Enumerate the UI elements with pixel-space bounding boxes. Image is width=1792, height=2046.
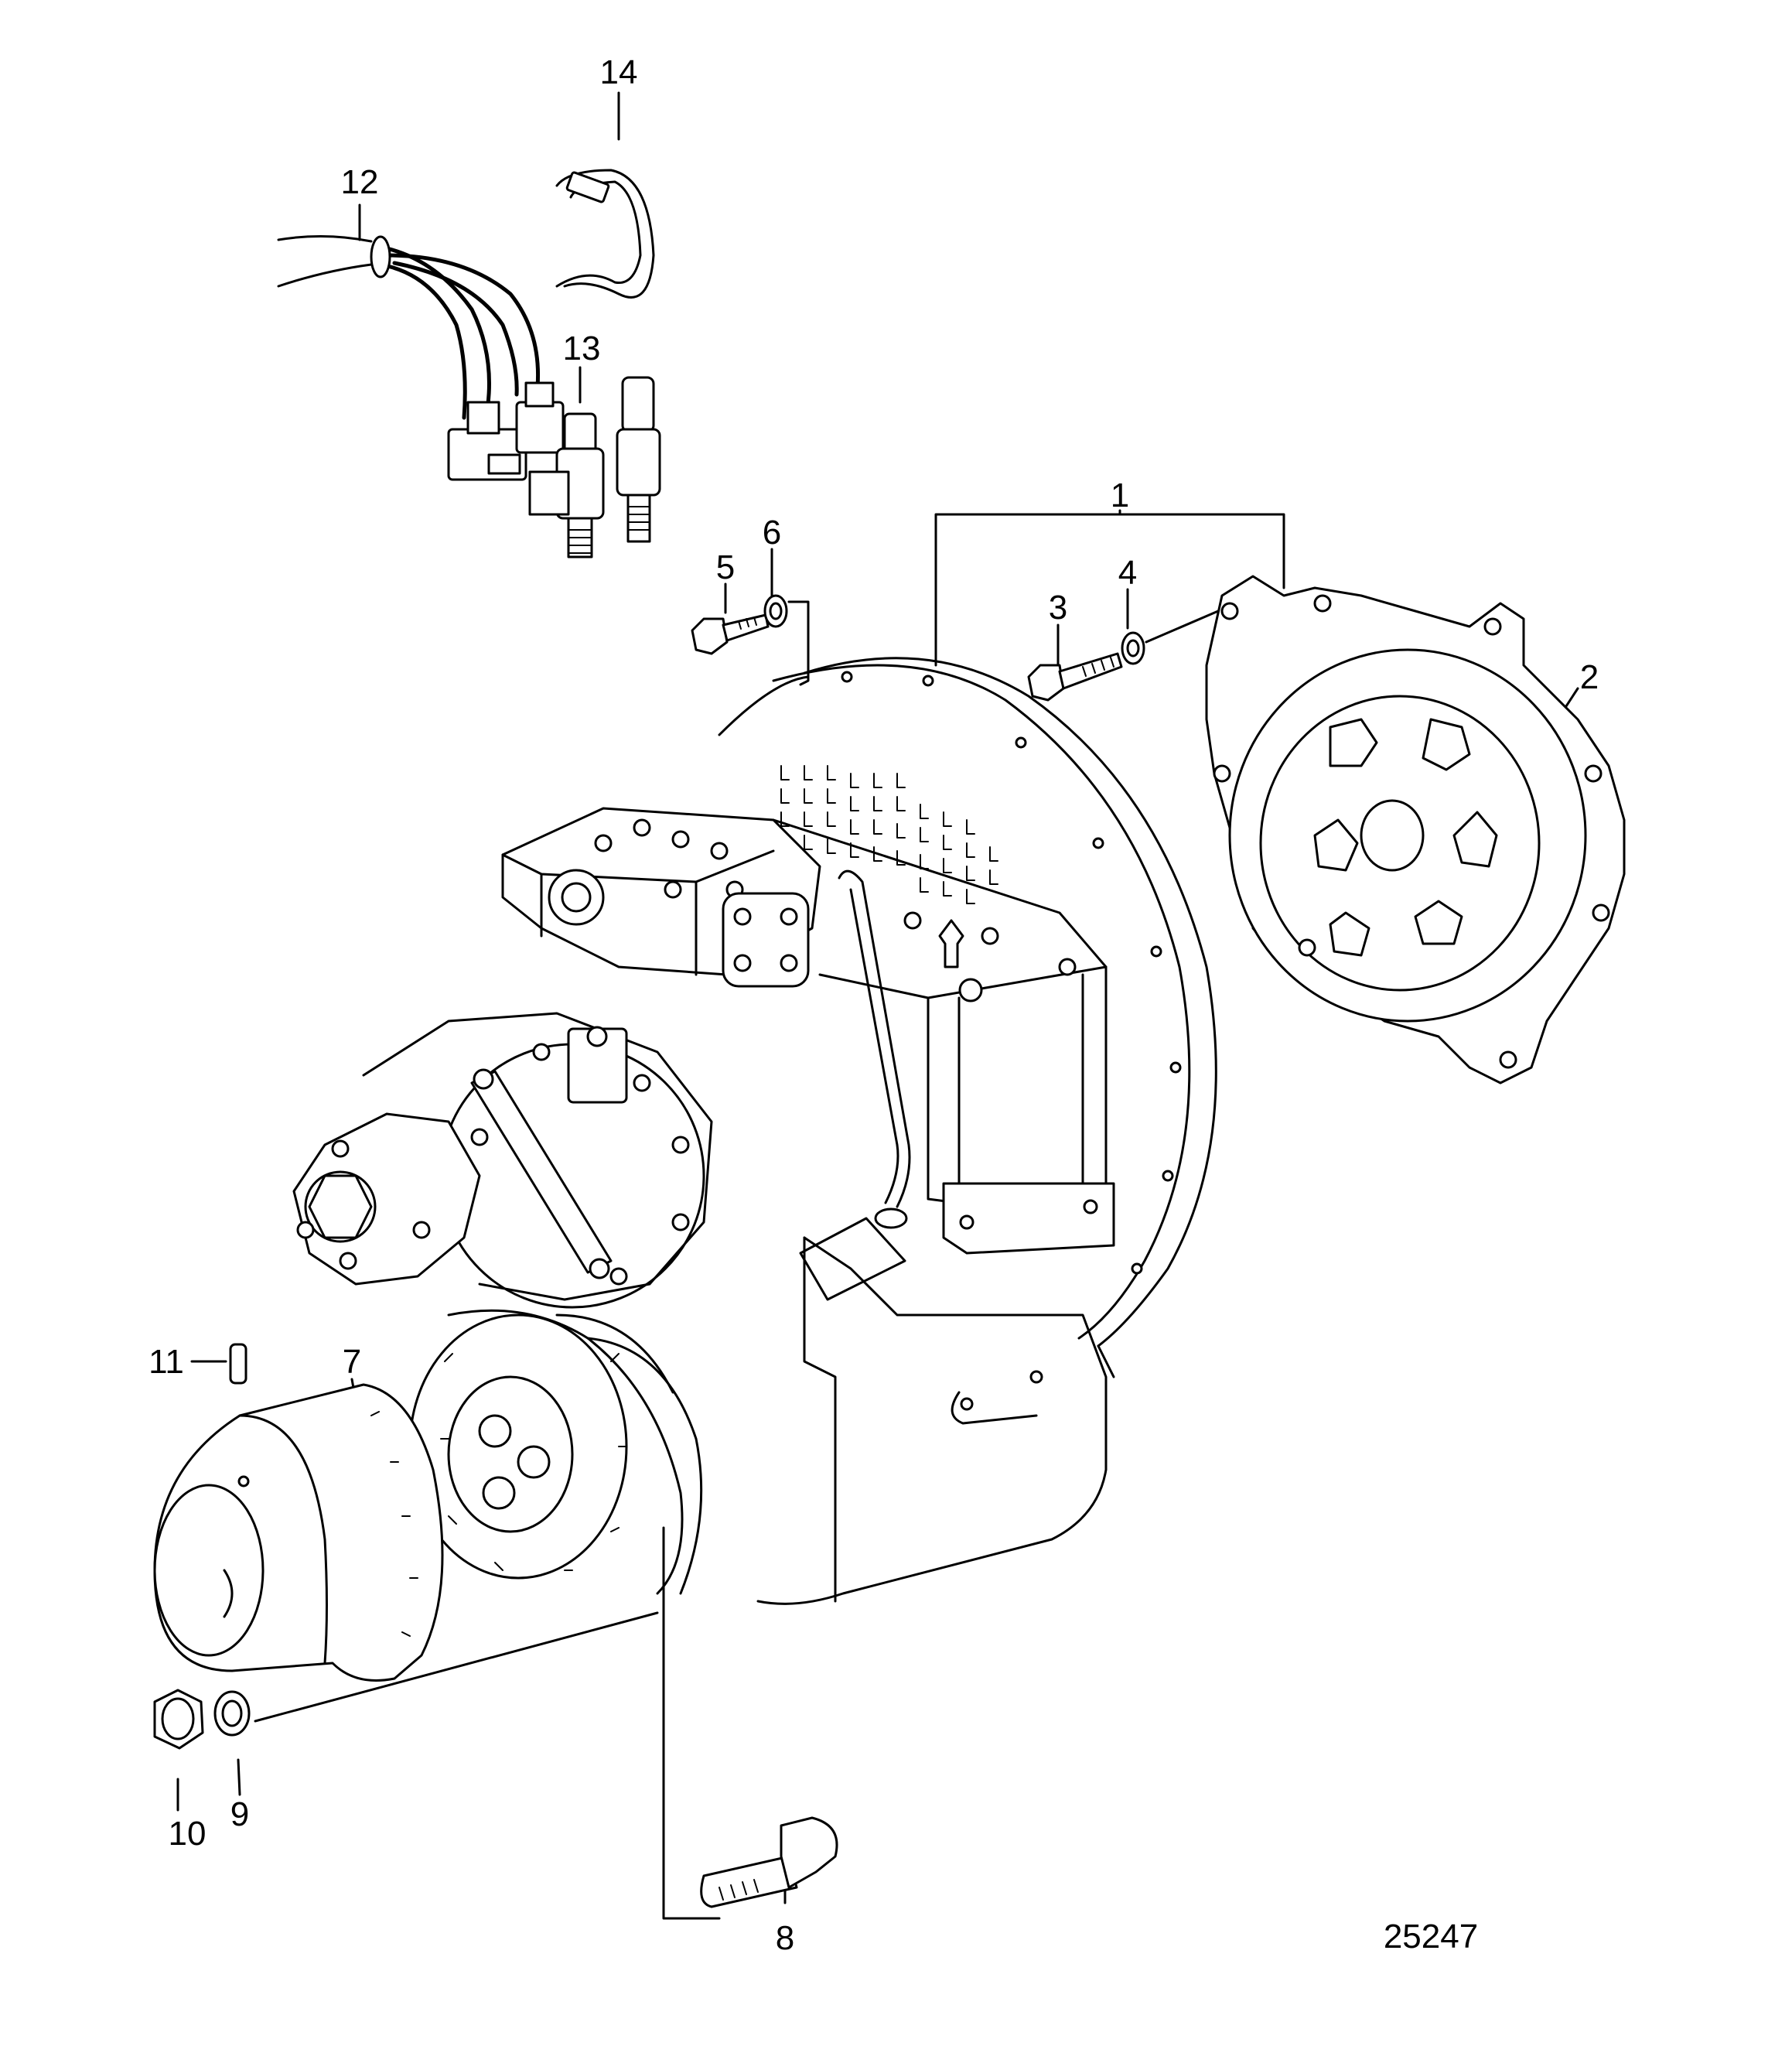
callout-9: 9 — [230, 1795, 249, 1833]
callout-6: 6 — [763, 514, 781, 552]
callout-12: 12 — [341, 163, 379, 201]
callout-14: 14 — [600, 53, 638, 91]
callout-3: 3 — [1049, 589, 1067, 627]
callout-2: 2 — [1580, 658, 1599, 696]
vent-grille — [780, 765, 998, 904]
callout-8: 8 — [776, 1919, 794, 1957]
fasteners — [691, 594, 1145, 1908]
wiring-harness — [277, 169, 661, 558]
callout-5: 5 — [716, 548, 735, 586]
drive-coupling — [1205, 575, 1626, 1084]
callout-7: 7 — [343, 1343, 361, 1381]
callout-4: 4 — [1118, 554, 1137, 592]
output-coupling — [153, 1309, 703, 1750]
callout-1: 1 — [1111, 476, 1129, 514]
housing-bolt-holes — [841, 671, 1182, 1275]
gearbox-body — [501, 807, 1115, 1605]
callout-11: 11 — [148, 1343, 184, 1381]
callout-labels: 1 2 3 4 5 6 7 8 9 10 11 12 13 14 25247 — [148, 53, 1599, 1957]
figure-number: 25247 — [1384, 1918, 1478, 1955]
callout-10: 10 — [169, 1815, 207, 1853]
flywheel-housing — [718, 657, 1217, 1378]
callout-13: 13 — [563, 330, 601, 367]
pto-assembly — [292, 1012, 713, 1309]
